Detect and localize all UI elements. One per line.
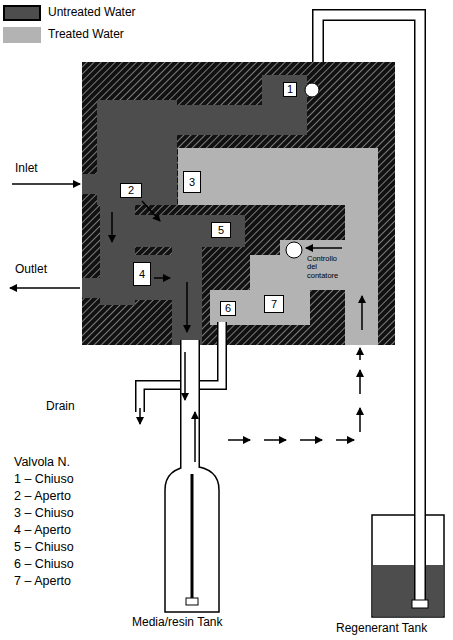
valve-number: 2	[128, 185, 134, 196]
valve-state: 2 – Aperto	[14, 489, 71, 503]
riser-strainer	[186, 598, 198, 605]
flow-arrow	[186, 282, 188, 332]
outlet-arrow	[10, 287, 80, 289]
tank-label-block: Regenerant Tank	[336, 622, 427, 636]
tank-pipe	[182, 340, 199, 470]
valve-state: 1 – Chiuso	[14, 472, 74, 486]
treated-passage	[210, 290, 310, 325]
tank-label: Media/resin Tank	[132, 616, 223, 630]
valve-number: 4	[139, 269, 145, 280]
meter-circle	[286, 242, 302, 258]
valve-number-box: 2	[120, 183, 142, 198]
flow-arrow	[194, 412, 196, 462]
flow-arrow	[300, 439, 322, 441]
valve-number-box: 6	[220, 301, 236, 316]
flow-arrow	[142, 201, 160, 221]
flow-arrow	[228, 439, 250, 441]
drain-arrow	[139, 408, 141, 424]
valve-number-box: 5	[211, 222, 231, 238]
outlet-label: Outlet	[15, 263, 47, 277]
untreated-passage	[172, 245, 202, 345]
legend-text: Treated Water	[48, 28, 124, 42]
valve-state: 5 – Chiuso	[14, 540, 74, 554]
inlet-label: Inlet	[15, 162, 38, 176]
legend-text: Untreated Water	[48, 6, 136, 20]
valve-state: 6 – Chiuso	[14, 557, 74, 571]
flow-arrow	[361, 296, 363, 330]
legend-swatch	[3, 27, 41, 43]
valve-number-box: 3	[183, 171, 201, 193]
untreated-passage	[262, 75, 307, 135]
drain-label: Drain	[46, 400, 75, 414]
valve-number-box: 4	[133, 262, 151, 286]
untreated-passage	[82, 174, 102, 194]
flow-arrow	[154, 277, 170, 279]
untreated-passage	[170, 105, 270, 135]
meter-control-label: Controllo del contatore	[307, 255, 347, 280]
valve-state: 3 – Chiuso	[14, 506, 74, 520]
legend-swatch	[3, 5, 41, 21]
valve-number-box: 7	[264, 295, 284, 313]
brine-pickup	[412, 600, 428, 608]
flow-arrow	[184, 352, 186, 400]
tank-label-block: Media/resin Tank	[132, 616, 223, 630]
valve-number: 5	[218, 225, 224, 236]
injector-circle	[305, 83, 319, 97]
valve-state: 7 – Aperto	[14, 574, 71, 588]
untreated-passage	[135, 215, 245, 247]
regenerant-liquid	[373, 565, 443, 616]
untreated-passage	[97, 100, 177, 205]
flow-arrow	[306, 247, 342, 249]
tank-label: Regenerant Tank	[336, 622, 427, 636]
flow-arrow	[359, 408, 361, 432]
valve-number: 1	[287, 84, 293, 95]
regenerant-tank	[372, 515, 444, 617]
valve-number: 3	[189, 177, 195, 188]
flow-arrow	[336, 439, 354, 441]
valve-housing	[82, 62, 395, 345]
inlet-arrow	[12, 183, 80, 185]
valve-number: 6	[225, 303, 231, 314]
valve-state: 4 – Aperto	[14, 523, 71, 537]
valve-list-heading: Valvola N.	[14, 455, 70, 469]
flow-arrow	[359, 348, 361, 360]
riser-tube	[191, 474, 194, 600]
flow-arrow	[359, 370, 361, 394]
treated-passage	[280, 240, 350, 290]
flow-arrow	[264, 439, 286, 441]
valve-number-box: 1	[283, 82, 297, 97]
flow-arrow	[111, 212, 113, 242]
media-tank	[165, 466, 219, 612]
valve-number: 7	[271, 299, 277, 310]
